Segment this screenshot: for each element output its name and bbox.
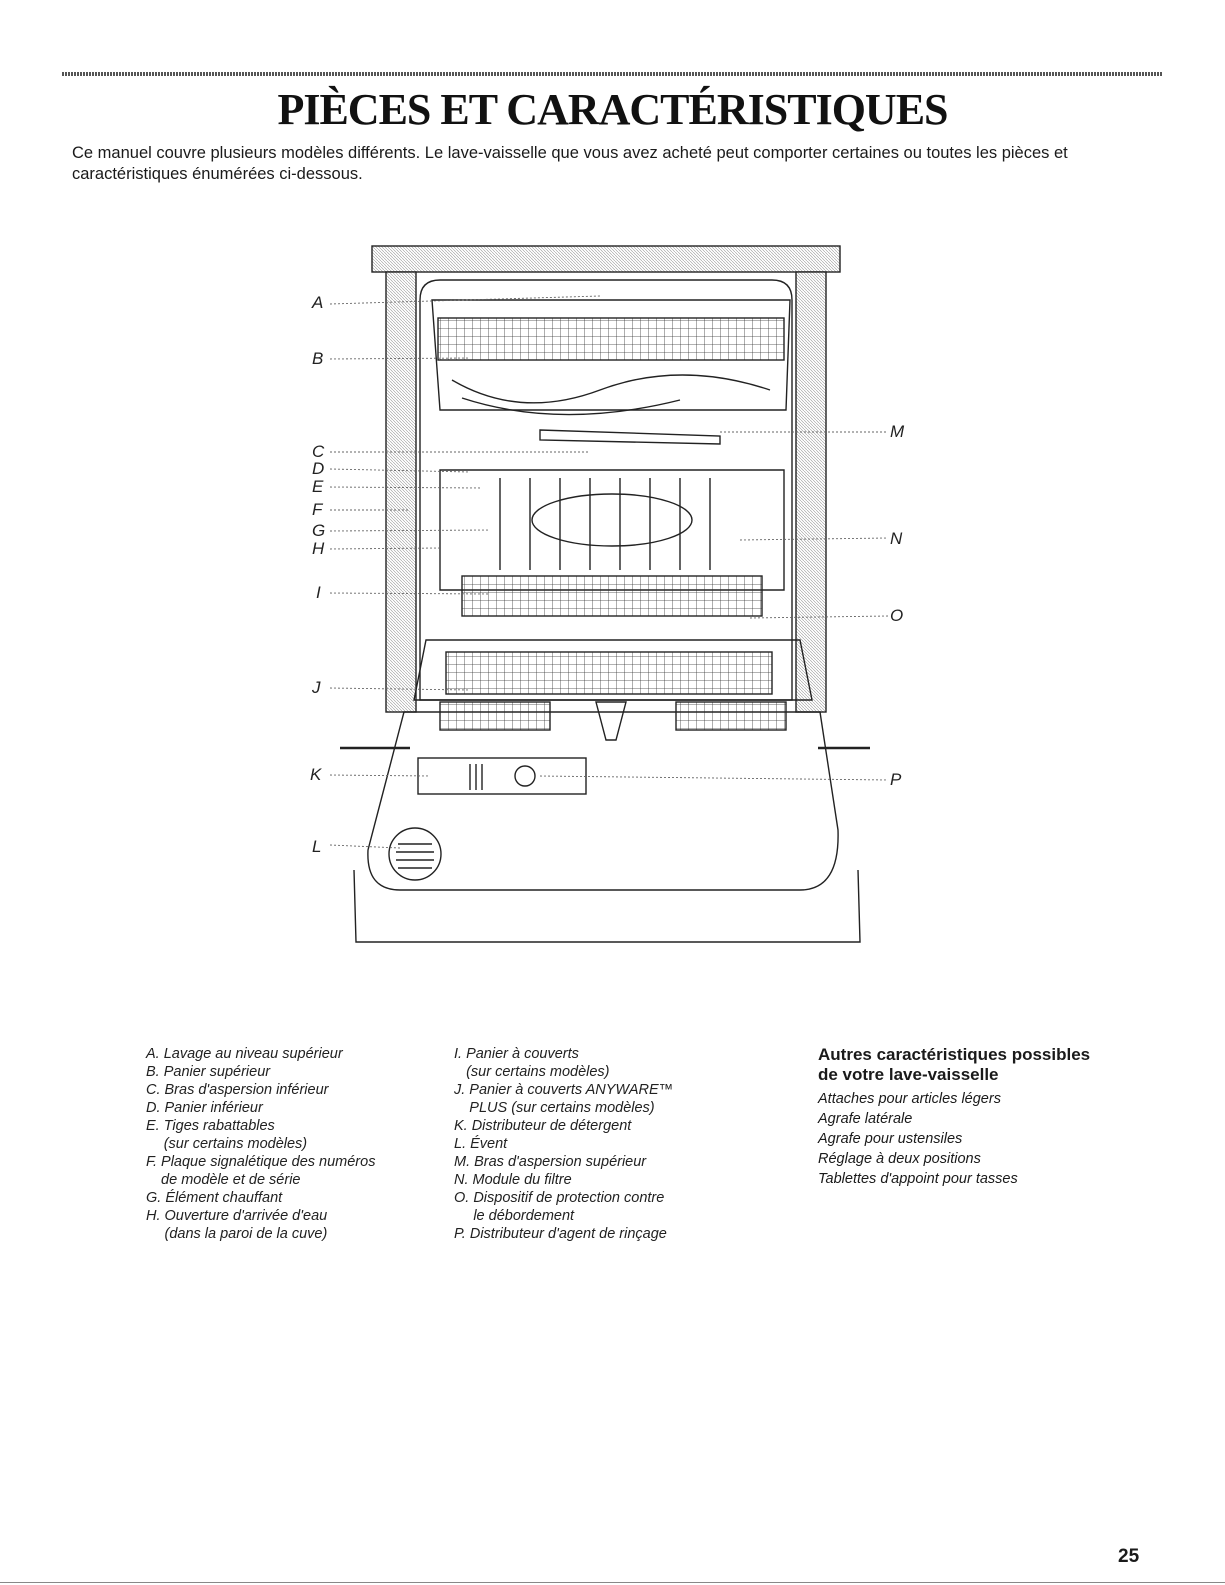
legend-item: G.Élément chauffant [146,1190,283,1206]
legend-item: D.Panier inférieur [146,1100,263,1116]
other-features-list: Attaches pour articles légers Agrafe lat… [818,1089,1018,1189]
callout-p: P [890,770,902,789]
callout-m: M [890,422,905,441]
legend-item: C.Bras d'aspersion inférieur [146,1082,329,1098]
leader-h [329,547,441,550]
upper-rack [431,299,791,416]
callout-n: N [890,529,903,548]
callout-h: H [312,539,325,558]
callout-g: G [312,521,326,540]
leader-e [329,486,481,489]
leader-k [329,774,431,777]
legend-item: K.Distributeur de détergent [454,1118,632,1134]
callout-d: D [312,459,325,478]
callout-c: C [312,442,325,461]
page-title: PIÈCES ET CARACTÉRISTIQUES [277,85,948,134]
top-dotted-rule [62,72,1163,76]
legend-item: N.Module du filtre [454,1172,572,1188]
door-top-edge [413,639,813,701]
legend-item: P.Distributeur d'agent de rinçage [454,1226,667,1242]
leader-j [329,687,471,691]
upper-spray-arm [539,429,721,445]
callout-o: O [890,606,904,625]
leader-p [539,775,889,781]
list-item: Attaches pour articles légers [818,1091,1001,1107]
legend-item: A.Lavage au niveau supérieur [146,1046,343,1062]
leader-a [329,295,601,305]
door-lower-panel [353,869,861,943]
legend-item: M.Bras d'aspersion supérieur [454,1154,647,1170]
legend-item: H.Ouverture d'arrivée d'eau (dans la par… [146,1208,328,1242]
dishwasher-diagram [329,245,889,943]
legend-item: B.Panier supérieur [146,1064,271,1080]
page-number: 25 [1118,1546,1140,1567]
vent-icon [388,827,442,881]
callout-f: F [312,500,323,519]
legend-item: E.Tiges rabattables (sur certains modèle… [146,1118,308,1152]
leader-d [329,468,471,473]
leader-g [329,529,491,532]
legend-item: L.Évent [454,1136,508,1152]
legend-column-1: A.Lavage au niveau supérieur B.Panier su… [146,1045,446,1243]
callout-l: L [312,837,322,856]
intro-paragraph: Ce manuel couvre plusieurs modèles diffé… [72,144,1068,183]
door-basket-row [439,701,787,741]
lower-rack [439,469,785,617]
callout-e: E [312,477,324,496]
list-item: Réglage à deux positions [818,1151,981,1167]
cabinet-right [795,271,827,713]
legend-column-2: I.Panier à couverts (sur certains modèle… [454,1045,774,1243]
leader-n [739,537,889,541]
leader-o [749,615,889,619]
legend-item: I.Panier à couverts (sur certains modèle… [454,1046,610,1080]
list-item: Tablettes d'appoint pour tasses [818,1171,1018,1187]
rinse-aid-cap [514,765,536,787]
list-item: Agrafe pour ustensiles [818,1131,963,1147]
callout-j: J [312,678,321,697]
legend-item: O.Dispositif de protection contre le déb… [454,1190,665,1224]
list-item: Agrafe latérale [818,1111,913,1127]
legend-item: J.Panier à couverts ANYWARE™ PLUS (sur c… [454,1082,674,1116]
cabinet-left [385,271,417,713]
callout-a: A [312,293,324,312]
leader-i [329,592,491,595]
silverware-basket-grid [445,651,773,695]
legend-item: F.Plaque signalétique des numéros de mod… [146,1154,376,1188]
callout-k: K [310,765,322,784]
door-body [367,711,839,891]
bottom-rule [0,1582,1225,1583]
callout-i: I [316,583,321,602]
leader-b [329,357,471,360]
callout-b: B [312,349,324,368]
other-features-heading: Autres caractéristiques possibles de vot… [818,1045,1091,1084]
tub-outline [419,279,793,701]
countertop [371,245,841,273]
